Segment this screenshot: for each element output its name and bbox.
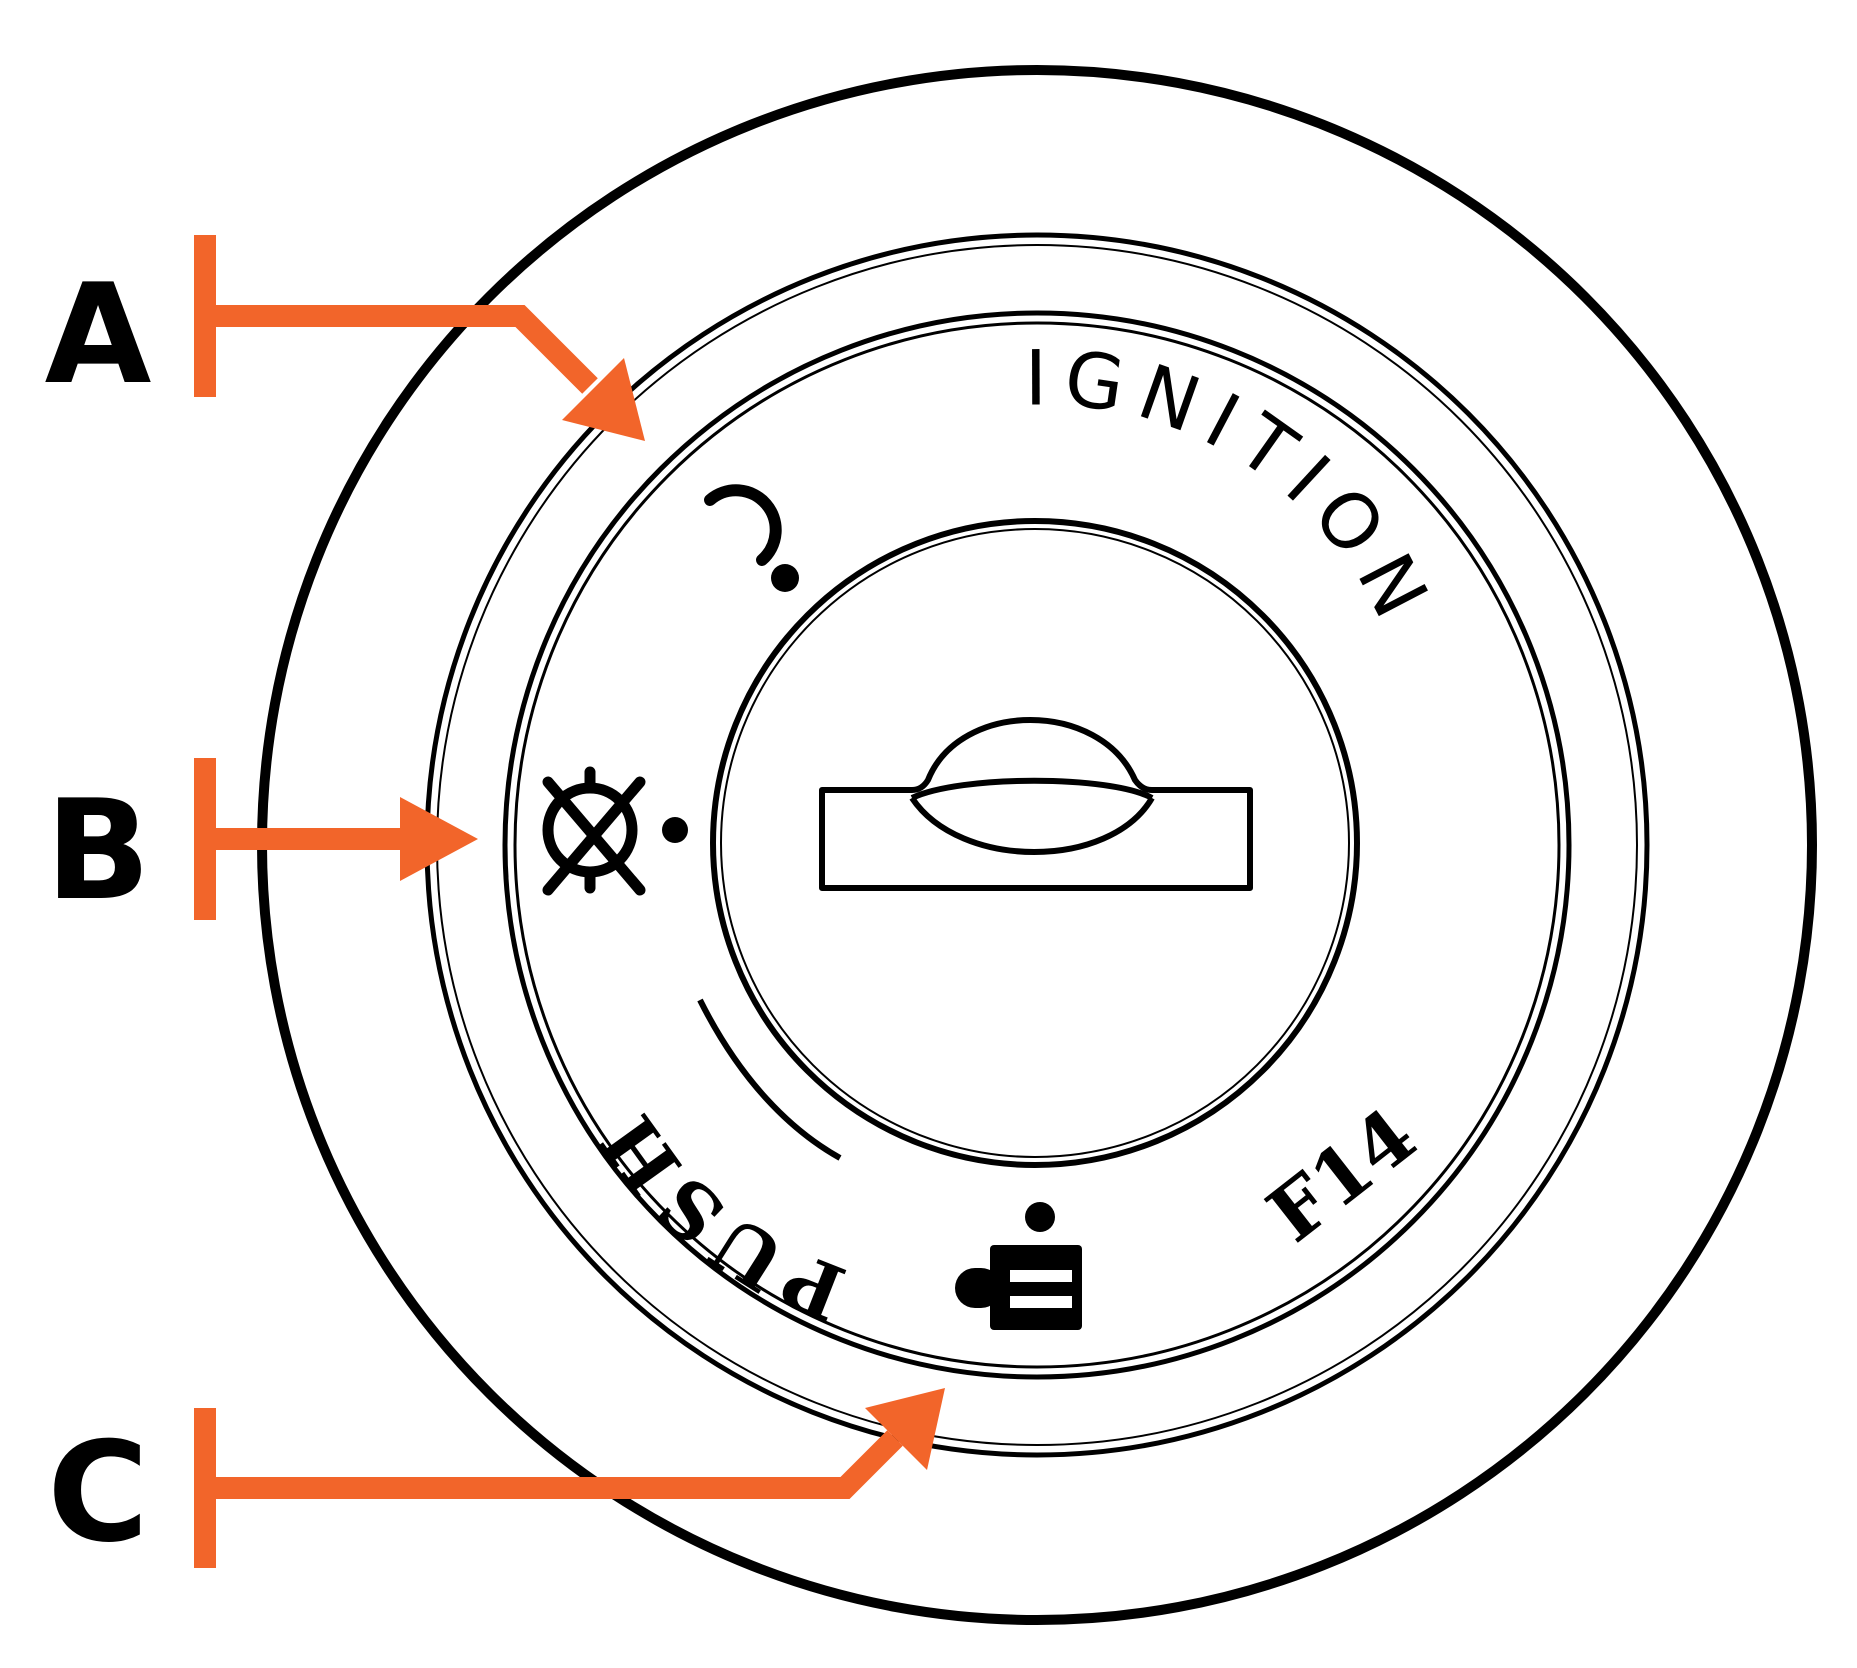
push-label: PUSH xyxy=(581,1094,856,1337)
push-direction-arc xyxy=(697,998,842,1161)
battery-icon xyxy=(955,1202,1082,1330)
callout-b-arrowhead xyxy=(400,797,478,881)
key-slot-icon xyxy=(819,717,1253,891)
callout-a: A xyxy=(45,235,645,441)
callout-b-letter: B xyxy=(45,770,150,931)
callout-a-letter: A xyxy=(45,254,152,415)
power-off-icon xyxy=(704,484,799,592)
callout-b: B xyxy=(45,758,478,931)
dial-ring xyxy=(502,310,1572,1380)
callout-a-leader xyxy=(205,305,598,394)
model-label: F14 xyxy=(1251,1091,1432,1259)
dial-ring-inner-line xyxy=(513,321,1561,1369)
callout-c-arrowhead xyxy=(865,1388,945,1470)
crossed-gear-run-icon xyxy=(542,766,688,896)
callout-a-arrowhead xyxy=(562,358,645,441)
callout-c-leader xyxy=(205,1430,903,1499)
callout-c-letter: C xyxy=(47,1412,148,1573)
key-cylinder xyxy=(710,518,1360,1168)
key-cylinder-inner-line xyxy=(720,528,1350,1158)
callout-c: C xyxy=(47,1388,945,1573)
